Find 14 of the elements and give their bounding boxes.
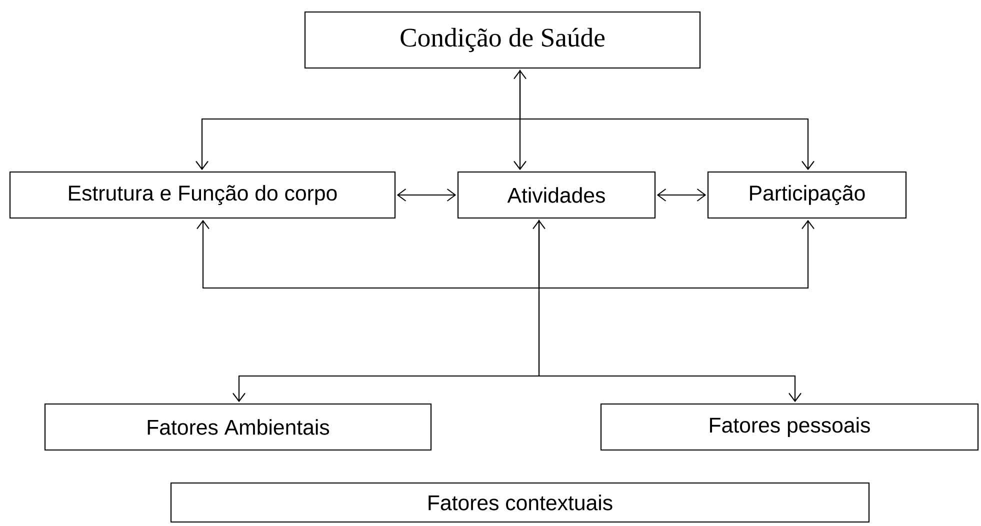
arrow [396,188,456,202]
arrow [656,188,706,202]
arrow [232,220,546,402]
process-box: Participação [707,171,907,219]
process-box: Fatores pessoais [600,403,979,451]
arrow [538,220,814,289]
process-box: Fatores contextuais [170,482,870,523]
process-box: Estrutura e Função do corpo [9,171,396,219]
arrow [514,70,526,170]
arrow [519,70,814,170]
process-box: Fatores Ambientais [44,403,432,451]
arrow [196,220,540,289]
process-box: Condição de Saúde [304,11,701,69]
process-box: Atividades [457,171,656,219]
